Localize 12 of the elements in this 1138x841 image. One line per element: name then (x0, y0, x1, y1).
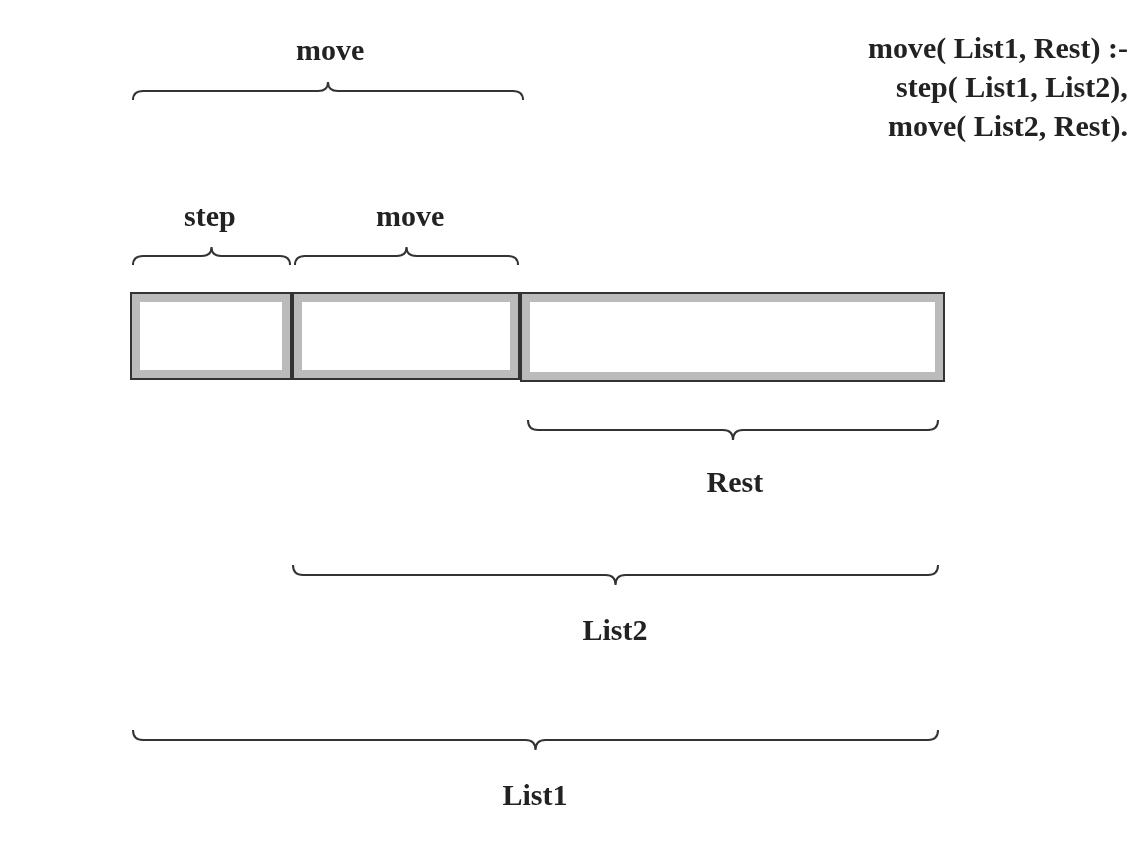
brace-label: List2 (582, 612, 648, 648)
code-line: step( List1, List2), (896, 69, 1128, 105)
brace-label: Rest (706, 464, 764, 500)
list-segment-box (130, 292, 292, 380)
brace-label: move (296, 32, 365, 68)
brace-label: step (184, 198, 236, 234)
brace-label: move (376, 198, 445, 234)
list-segment-box (520, 292, 945, 382)
brace-label: List1 (502, 777, 568, 813)
code-line: move( List1, Rest) :- (868, 30, 1128, 66)
code-line: move( List2, Rest). (888, 108, 1128, 144)
list-segment-box (292, 292, 520, 380)
